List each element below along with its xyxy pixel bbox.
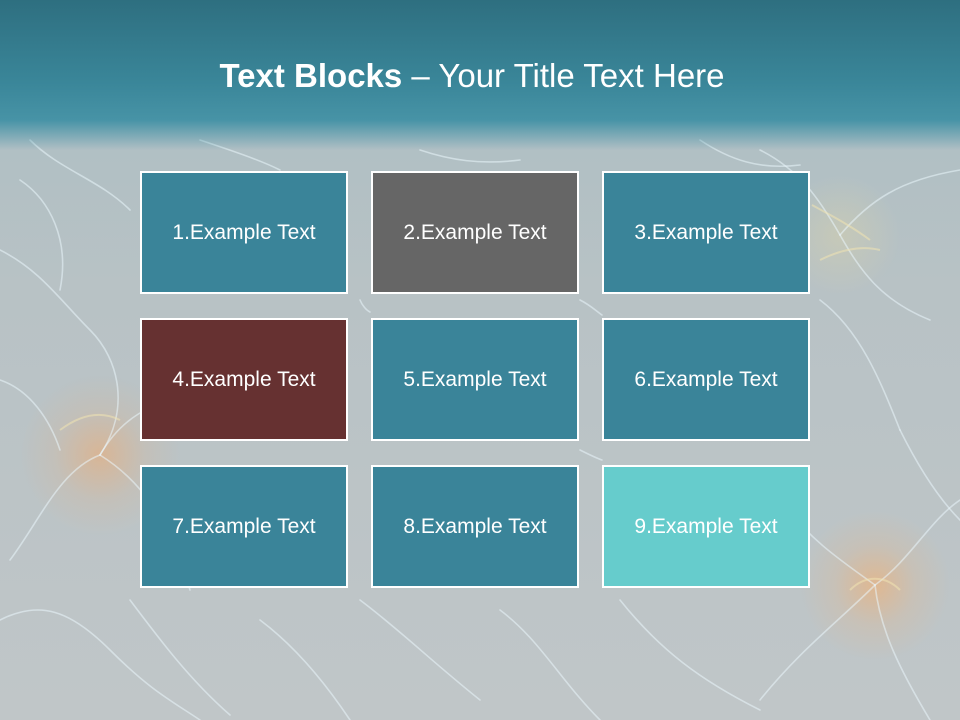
title-rest: Your Title Text Here (438, 57, 725, 94)
title-separator: – (402, 57, 439, 94)
text-block-7[interactable]: 7.Example Text (140, 465, 348, 588)
text-block-3[interactable]: 3.Example Text (602, 171, 810, 294)
page-title[interactable]: Text Blocks – Your Title Text Here (0, 54, 944, 98)
text-block-label: 6.Example Text (634, 367, 778, 391)
text-block-label: 7.Example Text (172, 514, 316, 538)
text-block-1[interactable]: 1.Example Text (140, 171, 348, 294)
text-block-2[interactable]: 2.Example Text (371, 171, 579, 294)
title-bar (0, 0, 960, 150)
text-block-4[interactable]: 4.Example Text (140, 318, 348, 441)
text-block-6[interactable]: 6.Example Text (602, 318, 810, 441)
text-block-label: 5.Example Text (403, 367, 547, 391)
text-block-8[interactable]: 8.Example Text (371, 465, 579, 588)
text-block-5[interactable]: 5.Example Text (371, 318, 579, 441)
text-block-9[interactable]: 9.Example Text (602, 465, 810, 588)
title-bold-part: Text Blocks (219, 57, 403, 94)
text-block-label: 1.Example Text (172, 220, 316, 244)
text-block-label: 3.Example Text (634, 220, 778, 244)
text-block-label: 2.Example Text (403, 220, 547, 244)
text-block-label: 9.Example Text (634, 514, 778, 538)
text-block-label: 4.Example Text (172, 367, 316, 391)
text-block-label: 8.Example Text (403, 514, 547, 538)
